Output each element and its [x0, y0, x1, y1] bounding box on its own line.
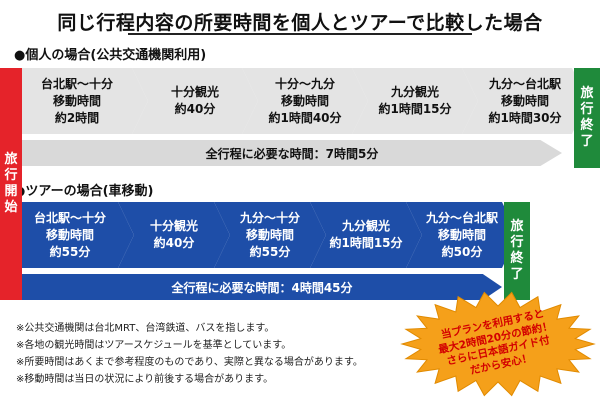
individual-step: 九分～台北駅 移動時間 約1時間30分 — [462, 68, 588, 134]
tour-total-text: 全行程に必要な時間：4時間45分 — [171, 280, 353, 295]
individual-step-label: 台北駅～十分 移動時間 約2時間 — [40, 76, 113, 125]
footnote: ※移動時間は当日の状況により前後する場合があります。 — [16, 374, 274, 385]
tour-total-bar: 全行程に必要な時間：4時間45分 — [22, 274, 502, 300]
individual-step: 九分観光 約1時間15分 — [352, 68, 478, 134]
individual-step-label: 九分～台北駅 移動時間 約1時間30分 — [488, 76, 562, 125]
individual-step-label: 十分～九分 移動時間 約1時間40分 — [268, 76, 342, 125]
tour-heading: ●ツアーの場合(車移動) — [14, 184, 154, 199]
title-underline — [128, 33, 472, 35]
tour-step-label: 九分観光 約1時間15分 — [329, 219, 403, 250]
trip-start-bar: 旅行開始 — [0, 68, 22, 300]
individual-step: 十分～九分 移動時間 約1時間40分 — [242, 68, 368, 134]
page-title: 同じ行程内容の所要時間を個人とツアーで比較した場合 — [57, 12, 543, 34]
individual-heading: ●個人の場合(公共交通機関利用) — [14, 48, 207, 63]
individual-step: 台北駅～十分 移動時間 約2時間 — [22, 68, 148, 134]
tour-step-label: 九分～十分 移動時間 約55分 — [239, 210, 300, 259]
individual-end-bar: 旅行終了 — [574, 68, 600, 168]
individual-total-bar: 全行程に必要な時間：7時間5分 — [22, 140, 562, 166]
individual-step-label: 九分観光 約1時間15分 — [378, 85, 452, 116]
individual-step-label: 十分観光 約40分 — [170, 85, 219, 116]
tour-step: 十分観光 約40分 — [118, 202, 230, 268]
tour-step: 九分観光 約1時間15分 — [310, 202, 422, 268]
tour-end-bar: 旅行終了 — [504, 202, 530, 300]
callout-starburst — [400, 291, 596, 397]
tour-step: 台北駅～十分 移動時間 約55分 — [22, 202, 134, 268]
tour-step: 九分～十分 移動時間 約55分 — [214, 202, 326, 268]
tour-step: 九分～台北駅 移動時間 約50分 — [406, 202, 518, 268]
footnote: ※公共交通機関は台北MRT、台湾鉄道、バスを指します。 — [16, 323, 275, 334]
footnotes: ※公共交通機関は台北MRT、台湾鉄道、バスを指します。 ※各地の観光時間はツアー… — [16, 320, 363, 388]
tour-step-label: 台北駅～十分 移動時間 約55分 — [33, 210, 106, 259]
individual-total-text: 全行程に必要な時間：7時間5分 — [205, 146, 379, 161]
individual-step: 十分観光 約40分 — [132, 68, 258, 134]
footnote: ※各地の観光時間はツアースケジュールを基準としています。 — [16, 340, 292, 351]
tour-step-label: 九分～台北駅 移動時間 約50分 — [425, 210, 498, 259]
footnote: ※所要時間はあくまで参考程度のものであり、実際と異なる場合があります。 — [16, 357, 363, 368]
tour-step-label: 十分観光 約40分 — [149, 219, 198, 250]
